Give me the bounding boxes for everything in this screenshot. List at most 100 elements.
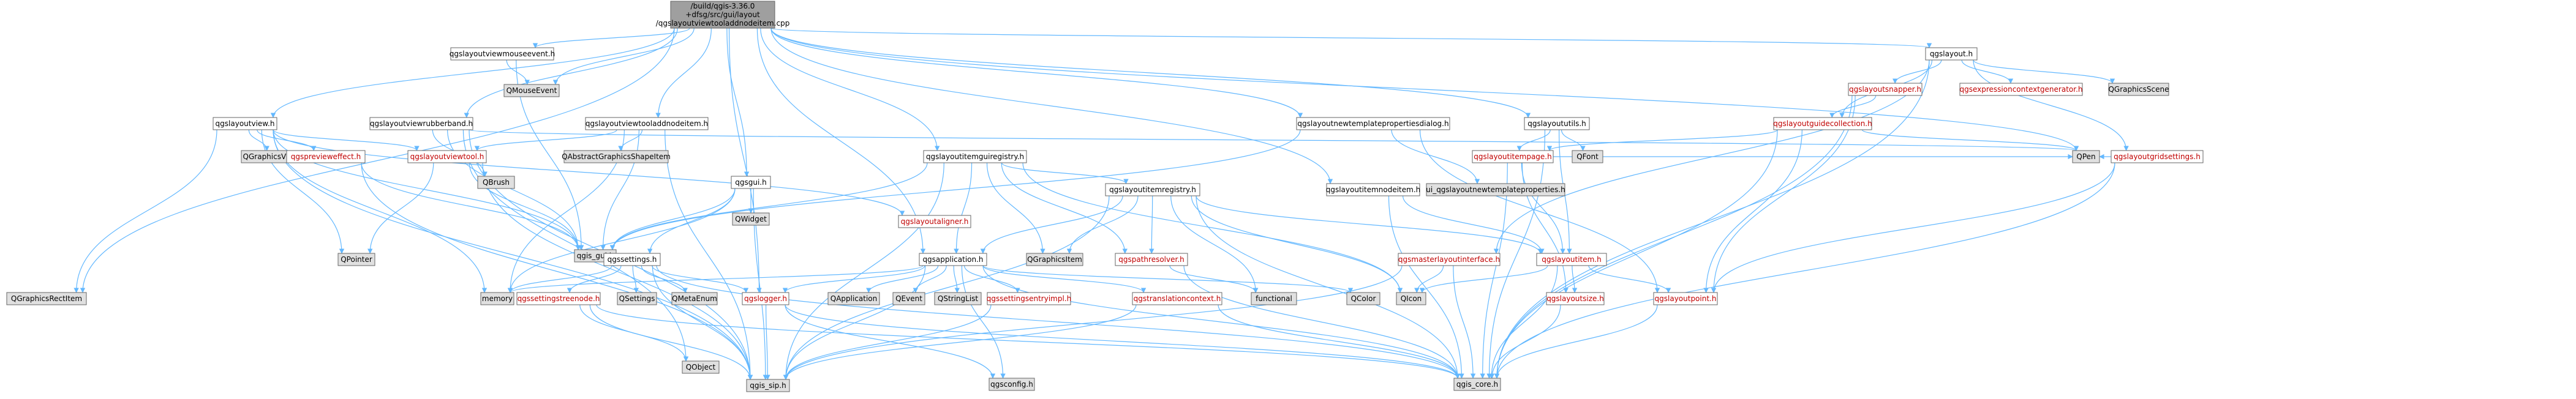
node-box (732, 212, 770, 226)
node-n_guidecoll[interactable]: qgslayoutguidecollection.h (1773, 117, 1872, 130)
node-n_layoutview[interactable]: qgslayoutview.h (213, 117, 277, 130)
node-n_newtemplateprops[interactable]: qgslayoutnewtemplatepropertiesdialog.h (1296, 117, 1450, 130)
edge-n_snapper-to-n_layoutpoint (1711, 95, 1856, 293)
node-label: QGraphicsView (243, 152, 299, 161)
node-n_preview[interactable]: qgspreviewеffect.h (286, 150, 366, 163)
node-n_tooladdnode_h[interactable]: qgslayoutviewtooladdnodeitem.h (585, 117, 709, 130)
node-n_layoutsize[interactable]: qgslayoutsize.h (1546, 292, 1605, 305)
node-box (450, 47, 554, 61)
node-n_gridsettings[interactable]: qgslayoutgridsettings.h (2111, 150, 2204, 163)
edge-root-to-n_viewmouseevent (532, 28, 690, 48)
edge-n_layoutsize-to-n_qgis_core (1489, 304, 1561, 379)
node-n_qevent: QEvent (892, 292, 925, 305)
node-box (1396, 292, 1426, 305)
edge-n_gridsettings-to-n_layoutpoint (1711, 162, 2115, 293)
node-box (1453, 378, 1501, 391)
node-n_settingsentry[interactable]: qgssettingsentryimpl.h (987, 292, 1071, 305)
edge-n_layoutview-to-n_aligner (273, 129, 905, 216)
node-n_translation[interactable]: qgstranslationcontext.h (1132, 292, 1222, 305)
node-n_layoututils[interactable]: qgslayoututils.h (1524, 117, 1590, 130)
edge-n_qgsgui-to-n_memory (507, 188, 736, 293)
node-box (1105, 183, 1200, 196)
node-n_layout[interactable]: qgslayout.h (1925, 47, 1978, 61)
node-label: qgslayoutaligner.h (901, 217, 969, 226)
node-n_aligner[interactable]: qgslayoutaligner.h (898, 215, 971, 228)
node-n_itemregistry[interactable]: qgslayoutitemregistry.h (1105, 183, 1200, 196)
node-box (731, 176, 771, 189)
node-n_masterlayout[interactable]: qgsmasterlayoutinterface.h (1398, 253, 1501, 266)
node-n_itempage[interactable]: qgslayoutitempage.h (1472, 150, 1554, 163)
node-label: qgslayoutitem.h (1542, 255, 1601, 264)
edge-root-to-n_itemregistry_gui (760, 28, 940, 151)
node-box (1653, 292, 1718, 305)
node-n_logger[interactable]: qgslogger.h (742, 292, 789, 305)
edge-n_tooladdnode_h-to-n_qabstractgraphics (618, 129, 643, 151)
node-n_pathresolver[interactable]: qgspathresolver.h (1115, 253, 1188, 266)
node-n_itemregistry_gui[interactable]: qgslayoutitemguiregistry.h (923, 150, 1027, 163)
node-label: qgslayoutnewtemplatepropertiesdialog.h (1297, 119, 1448, 128)
node-box (1536, 253, 1607, 266)
edge-n_pathresolver-to-n_functional (1169, 265, 1259, 293)
edge-n_logger-to-n_qgis_core (785, 304, 1461, 379)
node-label: memory (482, 294, 513, 303)
node-box (369, 117, 473, 130)
edge-n_itemregistry_gui-to-n_qgsgui_sys (609, 162, 928, 250)
node-label: qgslayoutviewtooladdnodeitem.h (586, 119, 708, 128)
node-box (6, 292, 87, 305)
node-n_layoutpoint[interactable]: qgslayoutpoint.h (1653, 292, 1718, 305)
node-box (1132, 292, 1222, 305)
node-n_qgsapplication[interactable]: qgsapplication.h (919, 253, 987, 266)
edge-n_itemregistry-to-n_qgraphicsitem (1066, 195, 1139, 254)
edge-n_snapper-to-n_guidecoll (1829, 95, 1877, 118)
node-label: QFont (1576, 152, 1599, 161)
node-label: QMouseEvent (507, 86, 557, 95)
node-n_snapper[interactable]: qgslayoutsnapper.h (1848, 83, 1923, 96)
node-n_settings[interactable]: qgssettings.h (603, 253, 661, 266)
node-label: QIcon (1401, 294, 1422, 303)
node-n_uinewtemplate: ui_qgslayoutnewtemplateproperties.h (1426, 183, 1565, 196)
node-label: qgslayout.h (1930, 50, 1973, 58)
node-box (1251, 292, 1297, 305)
edge-n_layoutpoint-to-n_qgis_core (1494, 304, 1658, 379)
edge-root-to-n_tooladdnode_h (655, 28, 712, 118)
edge-n_qgsgui-to-n_qgsgui_sys (609, 188, 736, 250)
node-n_layoutitem[interactable]: qgslayoutitem.h (1536, 253, 1607, 266)
edge-n_layoutview-to-n_viewtool (273, 129, 420, 151)
edge-n_settingsentry-to-n_qgis_sip (783, 304, 992, 380)
edge-n_itemregistry-to-n_qgis_sip (783, 195, 1110, 380)
edge-n_itemregistry-to-n_qgsapplication (980, 195, 1123, 254)
edge-n_layoutitem-to-n_qicon (1419, 265, 1548, 293)
node-n_functional: functional (1251, 292, 1297, 305)
node-label: qgsgui.h (735, 178, 766, 187)
node-label: ui_qgslayoutnewtemplateproperties.h (1426, 185, 1565, 194)
edge-n_rubberband-to-n_qobject (462, 129, 689, 362)
node-n_qbrush: QBrush (477, 176, 515, 189)
edge-root-to-n_newtemplateprops (770, 28, 1303, 118)
edge-n_itemnodeitem-to-n_qgis_core (1388, 195, 1464, 379)
edge-n_masterlayout-to-n_qicon (1414, 265, 1444, 293)
node-box (892, 292, 925, 305)
node-n_itemnodeitem[interactable]: qgslayoutitemnodeitem.h (1326, 183, 1421, 196)
node-label: QGraphicsItem (1027, 255, 1082, 264)
node-root[interactable]: /build/qgis-3.36.0+dfsg/src/gui/layout/q… (656, 1, 790, 29)
node-n_viewmouseevent[interactable]: qgslayoutviewmouseevent.h (450, 47, 555, 61)
node-label: qgslayoutgridsettings.h (2114, 152, 2201, 161)
node-label: qgslayoutsnapper.h (1849, 85, 1921, 94)
node-label: QPen (2076, 152, 2095, 161)
node-n_rubberband[interactable]: qgslayoutviewrubberband.h (369, 117, 473, 130)
edge-n_layout-to-n_gridsettings (1973, 59, 2129, 151)
node-box (1026, 253, 1083, 266)
edge-n_qgsapplication-to-n_qstringlist (953, 265, 960, 293)
edge-n_preview-to-n_qgis_sip (361, 162, 753, 380)
node-label: QObject (686, 363, 716, 371)
node-label: QSettings (619, 294, 655, 303)
node-box (1848, 83, 1923, 96)
edge-n_settings-to-n_memory (507, 265, 612, 293)
node-n_qsettings: QSettings (617, 292, 657, 305)
node-n_settingstree[interactable]: qgssettingstreenode.h (516, 292, 601, 305)
node-n_expressionctx[interactable]: qgsexpressioncontextgenerator.h (1959, 83, 2083, 96)
node-n_qgsgui[interactable]: qgsgui.h (731, 176, 771, 189)
node-n_viewtool[interactable]: qgslayoutviewtool.h (407, 150, 487, 163)
node-n_qwidget: QWidget (732, 212, 770, 226)
node-label: qgslayoutviewmouseevent.h (450, 50, 555, 58)
